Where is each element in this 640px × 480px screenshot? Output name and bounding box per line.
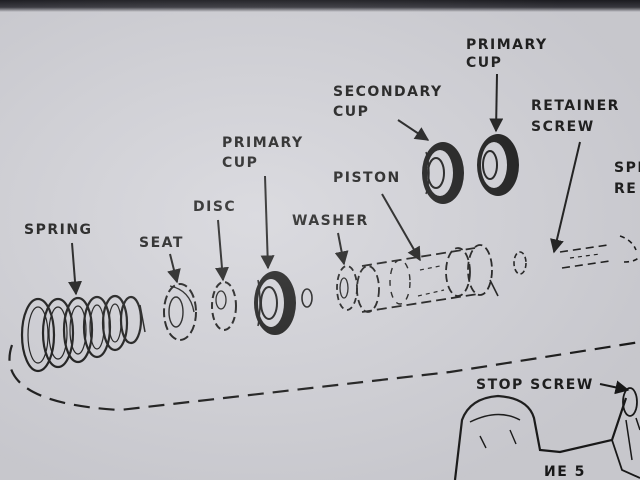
label-retainer-screw-2: SCREW [531,119,595,135]
label-spring-retainer-2: RE [614,181,637,197]
seat-part [163,283,197,341]
housing-outline [453,387,640,480]
label-retainer-screw-1: RETAINER [531,98,620,114]
arrow-piston [381,193,421,262]
arrow-secondary-cup [397,119,430,141]
washer-part [336,265,358,311]
arrow-stop-screw [599,380,630,395]
arrow-primary-cup-top [489,73,504,133]
label-piston: PISTON [333,170,401,186]
spring-part [20,294,146,373]
primary-cup-upper-part [477,134,519,196]
page-edge-shadow [0,0,640,12]
small-ring-part [301,288,313,308]
label-primary-cup-top-2: CUP [466,55,502,71]
label-bottom-fragment: ИЕ 5 [544,464,586,480]
label-stop-screw: STOP SCREW [476,377,594,393]
label-washer: WASHER [292,213,369,229]
label-disc: DISC [193,199,236,215]
label-primary-cup-1: PRIMARY [222,135,304,151]
spring-retainer-part [619,235,640,263]
arrow-retainer-screw [550,141,581,254]
dashed-assembly-line [8,340,640,412]
piston-part [356,244,499,313]
arrow-spring [68,242,82,296]
disc-part [211,281,237,331]
label-spring-retainer-1: SPR [614,160,640,176]
retainer-screw-part [513,244,611,275]
arrow-disc [214,219,229,282]
secondary-cup-part [422,142,464,204]
arrow-primary-cup [260,175,275,270]
label-primary-cup-2: CUP [222,155,258,171]
label-secondary-cup-1: SECONDARY [333,84,443,100]
primary-cup-part [254,271,296,335]
label-primary-cup-top-1: PRIMARY [466,37,548,53]
arrow-seat [167,253,181,284]
leader-arrows [68,73,630,395]
arrow-washer [334,232,349,266]
label-spring: SPRING [24,222,93,238]
label-secondary-cup-2: CUP [333,104,369,120]
label-seat: SEAT [139,235,184,251]
